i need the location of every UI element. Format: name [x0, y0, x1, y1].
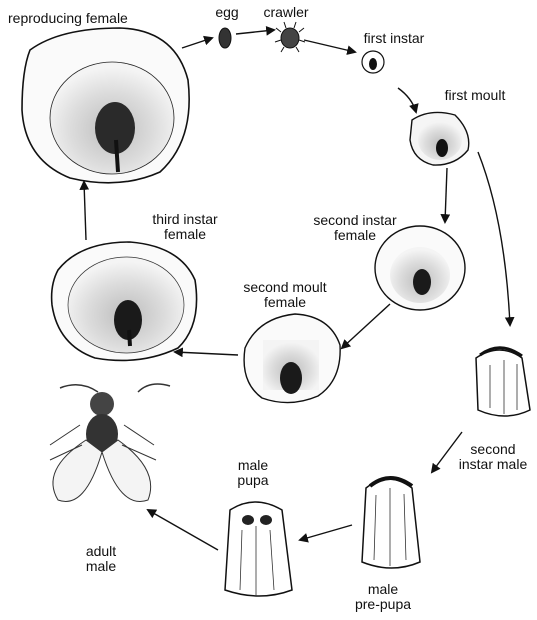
- first-instar-drawing: [362, 51, 384, 73]
- arrow-third-to-reproducing: [84, 182, 86, 240]
- label-second-moult-female: second moult female: [228, 280, 342, 310]
- label-second-instar-female: second instar female: [300, 213, 410, 243]
- second-instar-male-drawing: [476, 348, 530, 416]
- label-egg: egg: [209, 5, 245, 20]
- adult-male-drawing: [50, 384, 170, 501]
- third-instar-female-drawing: [52, 242, 197, 360]
- arrow-moult-to-second-female: [445, 168, 447, 222]
- label-first-moult: first moult: [432, 88, 518, 103]
- label-male-pupa: male pupa: [228, 458, 278, 488]
- label-adult-male: adult male: [76, 544, 126, 574]
- arrow-second-female-to-moult: [342, 304, 390, 348]
- label-second-instar-male: second instar male: [448, 442, 537, 472]
- arrow-prepupa-to-pupa: [300, 525, 352, 540]
- male-pupa-drawing: [225, 502, 292, 596]
- second-moult-female-drawing: [244, 314, 340, 403]
- label-third-instar-female: third instar female: [130, 212, 240, 242]
- arrow-pupa-to-adult: [148, 510, 218, 550]
- reproducing-female-scale: [22, 28, 189, 183]
- crawler-drawing: [275, 22, 305, 52]
- male-pre-pupa-drawing: [362, 478, 420, 568]
- arrow-first-instar-to-moult: [398, 88, 416, 112]
- arrow-female-to-egg: [182, 38, 212, 48]
- arrow-moult-to-second-male: [478, 152, 510, 325]
- arrow-crawler-to-first-instar: [304, 40, 355, 52]
- label-male-pre-pupa: male pre-pupa: [348, 582, 418, 612]
- label-reproducing-female: reproducing female: [8, 11, 128, 26]
- egg-drawing: [219, 28, 231, 48]
- label-crawler: crawler: [256, 5, 316, 20]
- first-moult-drawing: [410, 112, 469, 165]
- arrow-second-moult-to-third: [175, 352, 238, 355]
- arrow-egg-to-crawler: [236, 30, 274, 34]
- label-first-instar: first instar: [352, 31, 436, 46]
